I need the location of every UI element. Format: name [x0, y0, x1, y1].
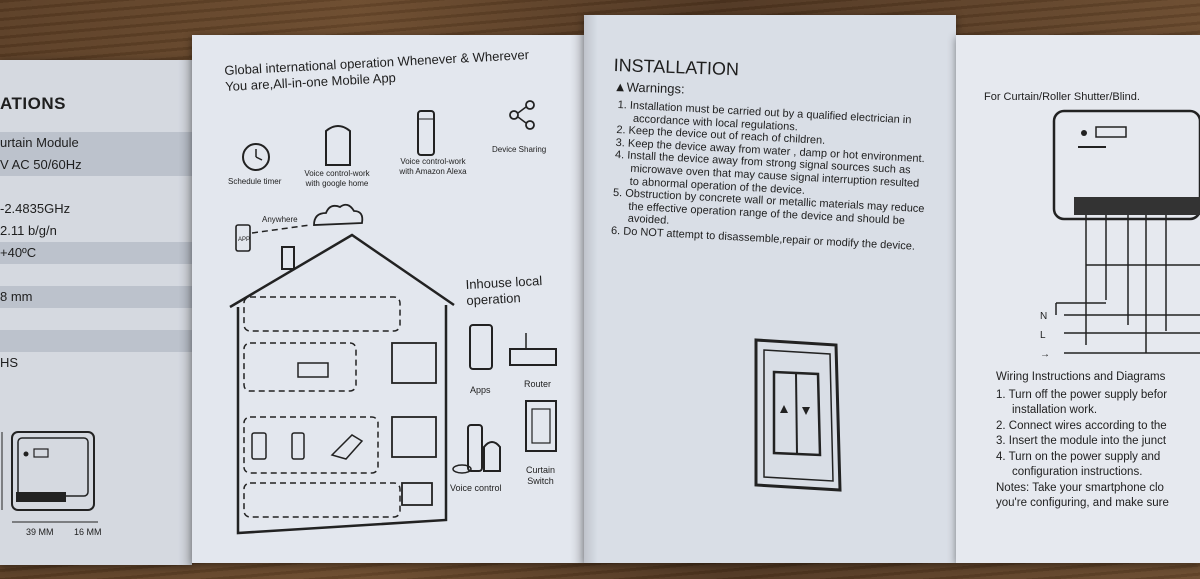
- specifications-title: ATIONS: [0, 94, 66, 113]
- spec-row: 8 mm: [0, 286, 192, 308]
- module-dimension-drawing: [1, 431, 98, 523]
- wiring-instruction-line: Wiring Instructions and Diagrams: [996, 371, 1166, 383]
- anywhere-label: Anywhere: [262, 215, 298, 224]
- phone-to-cloud-diagram: [235, 203, 364, 252]
- wiring-instruction-line: you're configuring, and make sure: [996, 497, 1169, 509]
- apps-phone-icon: [469, 324, 493, 370]
- spec-row: -2.4835GHz: [0, 201, 71, 216]
- inhouse-operation-heading: Inhouse local operation: [465, 273, 543, 309]
- terminal-labels: N L →: [1040, 307, 1050, 364]
- device-sharing-label: Device Sharing: [492, 145, 547, 154]
- schedule-timer-label: Schedule timer: [228, 177, 282, 186]
- wiring-instructions: Wiring Instructions and Diagrams 1. Turn …: [996, 370, 1200, 512]
- panel-fold-shadow: [178, 60, 192, 565]
- house-diagram: [229, 233, 455, 535]
- wall-switch-illustration: [754, 338, 842, 492]
- wiring-instruction-line: 4. Turn on the power supply and: [996, 450, 1161, 463]
- wiring-diagram: [1052, 109, 1200, 354]
- panel-fold-shadow: [584, 15, 598, 563]
- app-label: APP: [238, 237, 251, 243]
- panel-fold-shadow: [570, 35, 584, 563]
- width-dimension-label: 39 MM: [26, 527, 54, 537]
- spec-row: 2.11 b/g/n: [0, 223, 57, 238]
- wiring-instruction-line: Notes: Take your smartphone clo: [996, 481, 1164, 494]
- installation-panel: INSTALLATION ▲Warnings: 1. Installation …: [584, 15, 956, 563]
- google-home-label: Voice control-work with google home: [304, 169, 370, 188]
- features-illustration: [229, 100, 557, 535]
- wiring-instruction-line: 3. Insert the module into the junct: [996, 435, 1167, 447]
- curtain-switch-label: Curtain Switch: [526, 465, 555, 487]
- curtain-switch-label-line1: Curtain: [526, 465, 556, 475]
- curtain-switch-label-line2: Switch: [527, 476, 554, 486]
- alexa-icon: [417, 110, 435, 156]
- depth-dimension-label: 16 MM: [74, 527, 102, 537]
- router-icon: [509, 333, 557, 366]
- spec-row: HS: [0, 355, 19, 370]
- google-home-icon: [325, 125, 351, 166]
- voice-control-label: Voice control: [450, 483, 502, 493]
- features-panel: Global international operation Whenever …: [192, 35, 584, 563]
- voice-control-icons: [452, 424, 501, 474]
- spec-row: +40ºC: [0, 242, 192, 264]
- wiring-panel: For Curtain/Roller Shutter/Blind. N L → …: [956, 35, 1200, 563]
- terminal-label-l: L: [1040, 330, 1046, 341]
- terminal-label-n: N: [1040, 311, 1048, 322]
- clock-icon: [242, 143, 270, 171]
- apps-label: Apps: [470, 385, 491, 395]
- terminal-label-arrow: →: [1040, 349, 1050, 360]
- wiring-instruction-line: installation work.: [1012, 404, 1098, 416]
- wiring-instruction-line: 1. Turn off the power supply befor: [996, 388, 1168, 401]
- spec-row: V AC 50/60Hz: [0, 154, 192, 176]
- amazon-alexa-label: Voice control-work with Amazon Alexa: [399, 157, 467, 176]
- spec-row: urtain Module: [0, 132, 192, 154]
- wiring-panel-title: For Curtain/Roller Shutter/Blind.: [984, 91, 1140, 103]
- wiring-instruction-line: configuration instructions.: [1012, 466, 1143, 478]
- curtain-switch-icon: [525, 400, 557, 452]
- share-icon: [509, 100, 535, 130]
- wiring-instruction-line: 2. Connect wires according to the: [996, 419, 1167, 432]
- spec-row: [0, 330, 192, 352]
- router-label: Router: [524, 379, 552, 389]
